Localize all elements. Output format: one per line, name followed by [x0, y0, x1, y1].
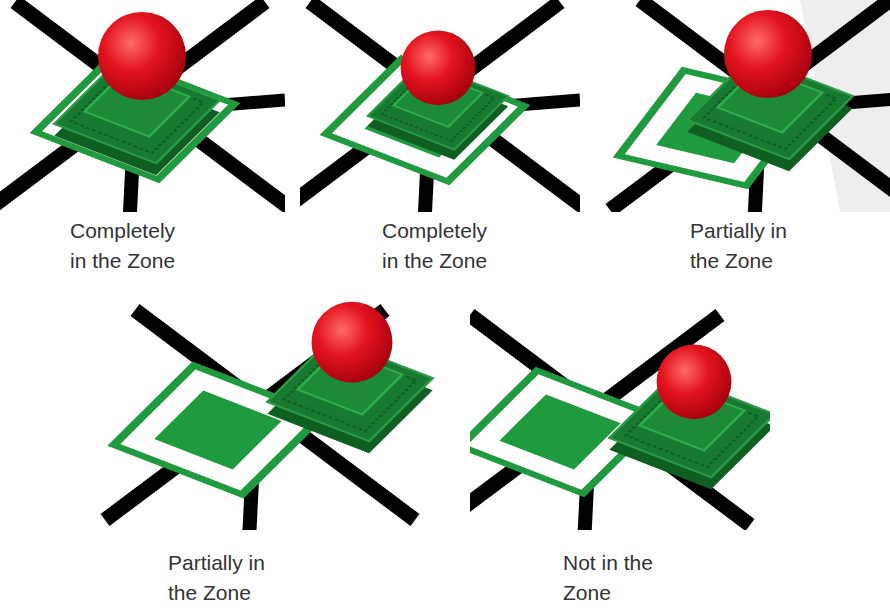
- caption-label: Completely in the Zone: [70, 216, 188, 277]
- caption-label: Partially in the Zone: [690, 216, 808, 277]
- caption-label: Not in the Zone: [563, 548, 681, 609]
- red-ball: [312, 302, 393, 383]
- red-ball: [657, 344, 732, 419]
- panel-partially-2: [105, 302, 433, 530]
- panel-completely-2: [300, 2, 580, 212]
- road-lines: [300, 2, 580, 212]
- red-ball: [724, 10, 812, 98]
- road-lines: [0, 2, 285, 212]
- caption-label: Completely in the Zone: [382, 216, 500, 277]
- panel-completely-1: [0, 2, 285, 212]
- red-ball: [98, 12, 186, 100]
- panel-partially-1: [608, 0, 890, 212]
- panel-not-in: [470, 315, 770, 530]
- red-ball: [401, 30, 476, 105]
- caption-label: Partially in the Zone: [168, 548, 286, 609]
